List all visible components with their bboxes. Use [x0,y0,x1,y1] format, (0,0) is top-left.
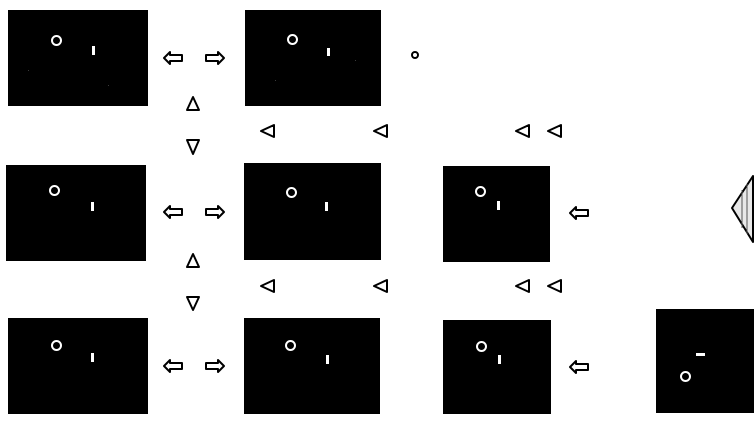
arrow-up-icon [187,254,199,267]
triangle-left-icon [548,125,561,137]
triangle-left-icon [516,125,529,137]
triangle-left-icon [261,125,274,137]
arrow-right-icon [206,52,224,64]
arrow-left-icon [164,52,182,64]
triangle-left-icon [516,280,529,292]
arrow-right-icon [206,360,224,372]
arrow-right-icon [206,206,224,218]
triangle-left-icon [374,125,387,137]
arrow-left-icon [164,206,182,218]
triangle-left-icon [374,280,387,292]
arrow-left-icon [164,360,182,372]
triangle-left-icon [548,280,561,292]
arrow-left-icon [570,361,588,373]
triangle-left-icon [261,280,274,292]
arrow-down-icon [187,140,199,154]
arrow-down-icon [187,297,199,310]
arrow-left-icon [570,207,588,219]
arrow-up-icon [187,97,199,110]
